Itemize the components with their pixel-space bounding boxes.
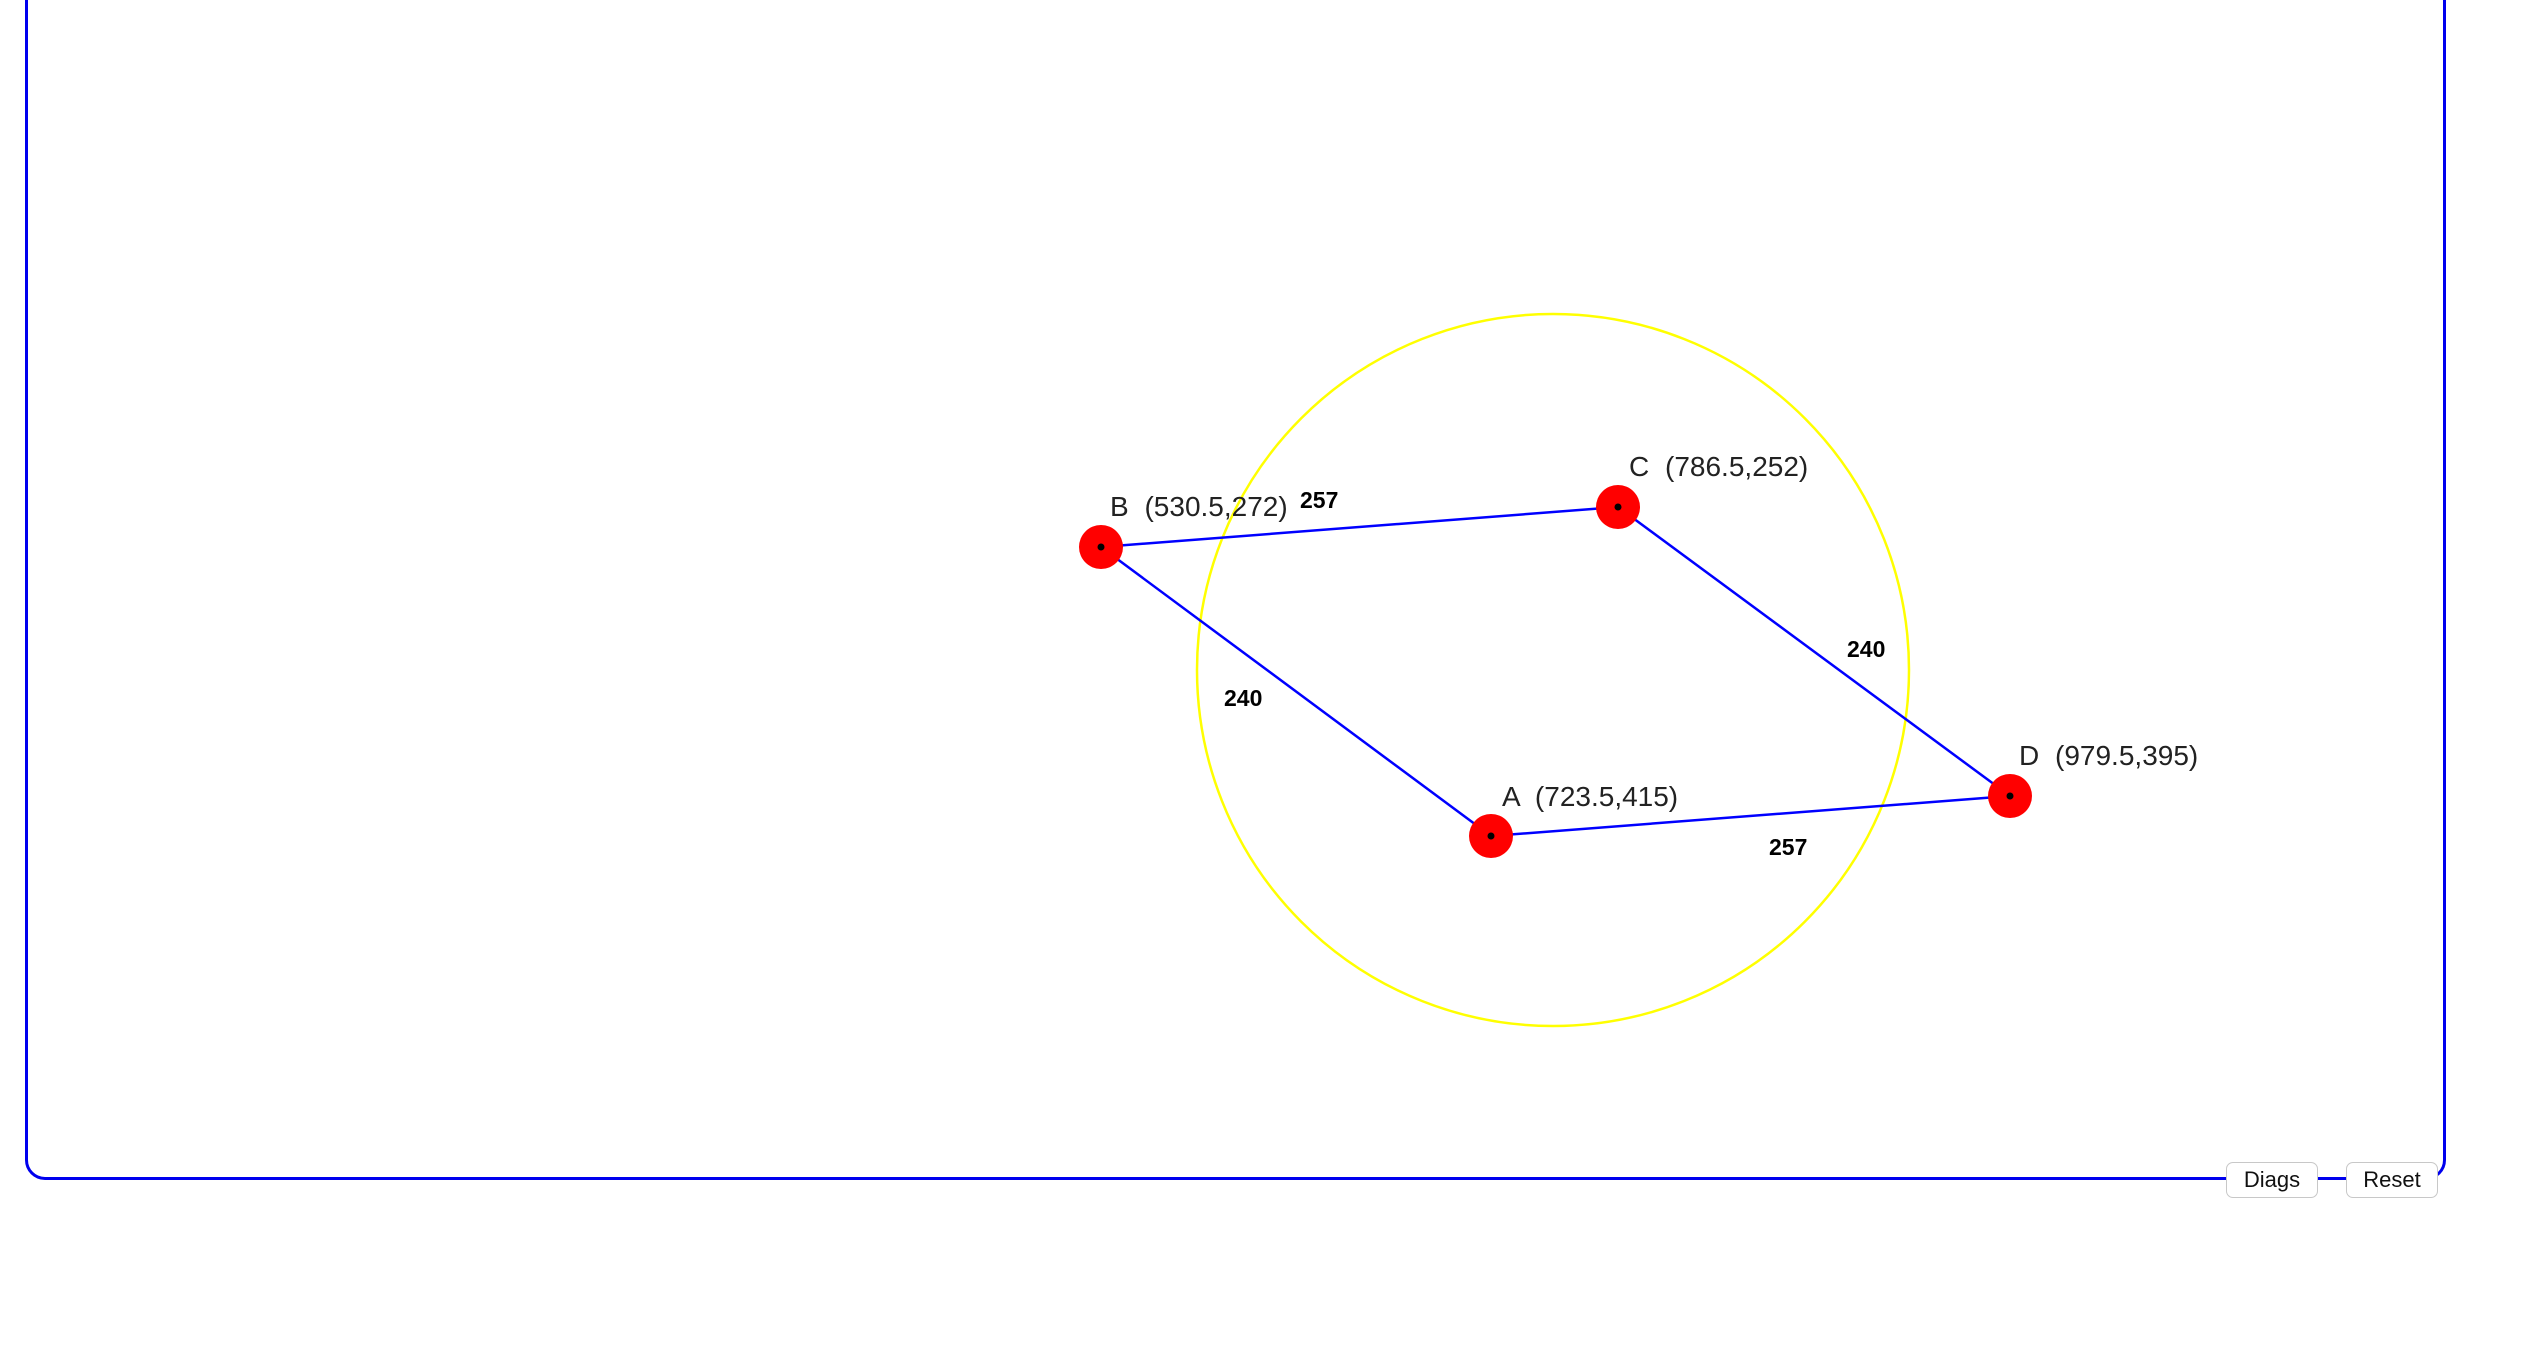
point-a-center [1487, 832, 1495, 840]
point-label-a-name: A [1502, 781, 1521, 812]
point-label-c: C (786.5,252) [1629, 451, 1808, 482]
yellow-circle [1195, 312, 1911, 1028]
point-label-b-name: B [1110, 491, 1129, 522]
diags-button[interactable]: Diags [2226, 1162, 2318, 1198]
point-layer [1079, 485, 2032, 858]
edge-length-da: 257 [1769, 834, 1807, 860]
point-label-d: D (979.5,395) [2019, 740, 2198, 771]
point-label-a: A (723.5,415) [1502, 781, 1678, 812]
edge-label-layer: 257 240 257 240 [1224, 487, 1885, 860]
point-label-b: B (530.5,272) [1110, 491, 1288, 522]
point-label-d-coords: (979.5,395) [2055, 740, 2198, 771]
point-d[interactable] [1988, 774, 2032, 818]
point-b-center [1097, 543, 1105, 551]
point-label-c-coords: (786.5,252) [1665, 451, 1808, 482]
edge-cd [1617, 505, 2011, 798]
edge-layer [1100, 505, 2011, 838]
point-label-b-coords: (530.5,272) [1144, 491, 1287, 522]
edge-length-ab: 240 [1224, 685, 1262, 711]
point-label-d-name: D [2019, 740, 2039, 771]
edge-da [1490, 794, 2011, 838]
point-label-a-coords: (723.5,415) [1535, 781, 1678, 812]
point-b[interactable] [1079, 525, 1123, 569]
reset-button[interactable]: Reset [2346, 1162, 2438, 1198]
canvas-frame [25, 0, 2446, 1180]
point-c[interactable] [1596, 485, 1640, 529]
point-a[interactable] [1469, 814, 1513, 858]
point-c-center [1614, 503, 1622, 511]
point-label-c-name: C [1629, 451, 1649, 482]
edge-length-bc: 257 [1300, 487, 1338, 513]
point-d-center [2006, 792, 2014, 800]
circle-layer [1195, 312, 1911, 1028]
edge-ab [1100, 545, 1492, 838]
edge-bc [1100, 505, 1619, 549]
point-label-layer: B (530.5,272) C (786.5,252) D (979.5,395… [1110, 451, 2198, 812]
edge-length-cd: 240 [1847, 636, 1885, 662]
